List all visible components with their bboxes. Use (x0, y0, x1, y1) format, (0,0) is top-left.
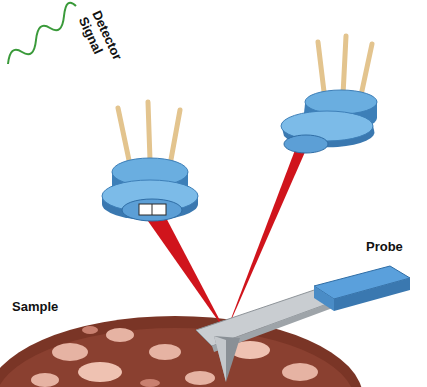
signal-wave (8, 3, 76, 64)
signal-label: Detector Signal (75, 9, 129, 80)
cantilever-probe (196, 266, 410, 382)
photodetector (102, 102, 198, 221)
probe-label: Probe (366, 240, 403, 255)
sample-label: Sample (12, 300, 58, 315)
sample-disk (0, 316, 363, 387)
laser-diode (281, 36, 377, 153)
